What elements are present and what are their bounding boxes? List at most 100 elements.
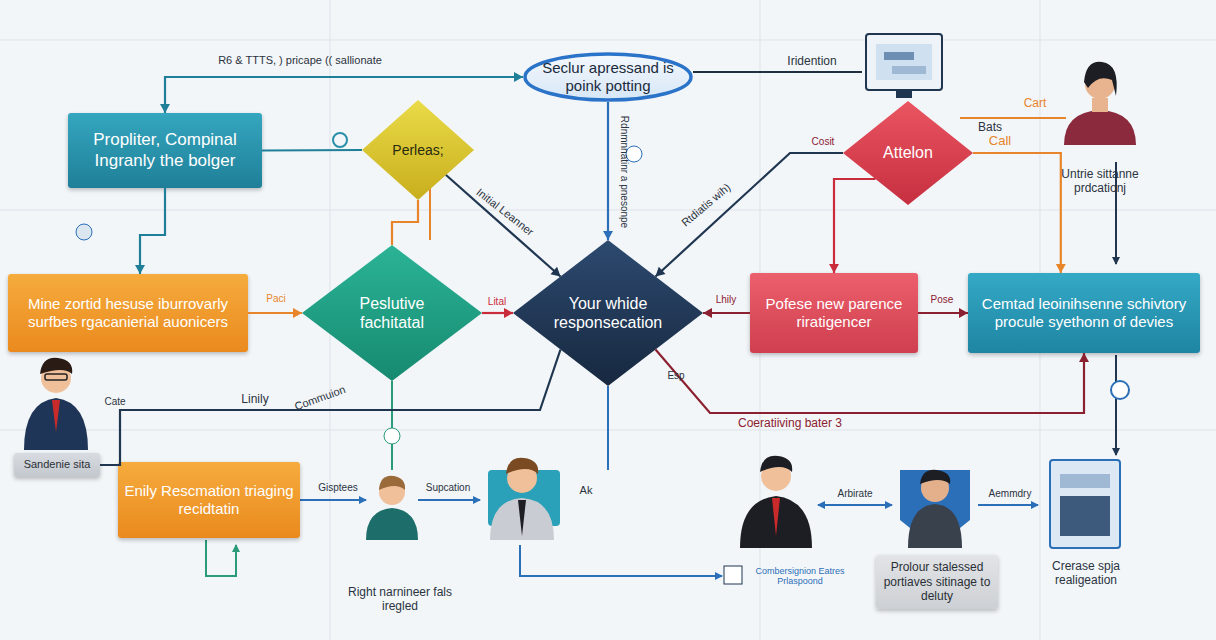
decision-diamond-fill (843, 101, 973, 205)
man-figure (488, 458, 560, 540)
connector-label: Lital (488, 296, 506, 308)
annotation-label: Esp (667, 370, 684, 382)
annotation-label: Aemmdry (989, 488, 1032, 500)
node-text: Perleas; (383, 142, 453, 159)
process-box: Mine zortid hesuse iburrovarly surfbes r… (8, 274, 248, 352)
leader-lines-part (818, 504, 892, 506)
annotation-label: Crerase spja realigeation (1031, 560, 1141, 588)
decision-diamond-fill (302, 245, 482, 381)
leader-lines-part (1115, 355, 1117, 455)
annotation-label: Right narnineer fals iregled (340, 586, 460, 614)
decision-diamond-outline (302, 245, 482, 381)
leader-lines-part (607, 386, 609, 470)
man-figure-part (379, 476, 405, 490)
decision-diamond: Perleas; (362, 100, 474, 200)
small-icons-part (384, 428, 400, 444)
arrow-head-end (135, 265, 145, 274)
connector-line (140, 188, 165, 274)
connector-label: Rdnmnnatinr a pnesonpe (618, 116, 630, 228)
arrow-head-end (603, 231, 613, 240)
connector-line (656, 350, 1085, 414)
connector-label: Initial Leanner (474, 186, 536, 239)
arrow-head-end (550, 267, 560, 277)
leader-lines-part (520, 545, 722, 576)
connector-line (834, 179, 876, 273)
node-text: Cemtad leoinihsenne schivtory procule sy… (973, 295, 1195, 331)
connector-line (446, 175, 561, 277)
annotation-label: Ak (580, 484, 593, 497)
device-icon-part (1060, 474, 1110, 488)
leader-lines-part (300, 499, 366, 501)
decision-diamond-fill (513, 240, 703, 386)
annotation-label: Gisptees (318, 482, 357, 494)
connector-line (656, 153, 844, 277)
connector-label: Paci (266, 293, 285, 305)
arrow-head-end (504, 308, 513, 318)
computer-icon-part (866, 34, 942, 90)
terminal-oval: Seclur apressand is poink potting (523, 52, 693, 102)
man-figure (24, 358, 88, 450)
woman-figure-part (1092, 98, 1108, 112)
name-tag: Sandenie sita (14, 453, 100, 477)
man-figure-part (52, 400, 60, 432)
annotation-label: Untrie sittanne prdcationj (1035, 168, 1165, 196)
connector-label: Rtdiatis wih) (679, 181, 733, 229)
man-figure-part (760, 456, 792, 472)
man-figure-part (740, 496, 812, 548)
decision-diamond-fill (362, 100, 474, 200)
background-grid-part (0, 210, 1216, 211)
decision-diamond: Your whide responsecation (513, 240, 703, 386)
annotation-label: Arbirate (837, 488, 872, 500)
node-text: Propliter, Compinal Ingranly the bolger (75, 130, 255, 171)
node-text: Pofese new parence riratigencer (756, 295, 912, 331)
man-figure (366, 476, 418, 540)
man-figure (740, 456, 812, 548)
connector-line (100, 350, 561, 466)
arrow-head-end (656, 267, 666, 277)
note-box: Prolour stalessed portiaves sitinage to … (876, 555, 998, 609)
connector-line (262, 149, 362, 152)
arrow-head-end (959, 308, 968, 318)
leader-lines-part (206, 540, 236, 576)
process-box: Propliter, Compinal Ingranly the bolger (68, 113, 262, 188)
annotation-label: Cate (104, 396, 125, 408)
man-figure-part (772, 498, 780, 536)
connector-line (392, 200, 418, 245)
leader-lines-part (978, 504, 1038, 506)
node-text: Sandenie sita (15, 458, 99, 471)
connector-line (918, 312, 968, 314)
connector-line (482, 312, 513, 314)
arrow-head-end (160, 104, 170, 113)
connector-line (973, 153, 1061, 273)
connector-label: Lhily (716, 294, 737, 306)
node-text: Peslutive fachitatal (337, 294, 447, 332)
annotation-label: Cosit (812, 136, 835, 148)
man-figure-part (908, 504, 962, 548)
device-icon-part (1060, 496, 1110, 536)
process-box: Enily Rescmation triaging recidtatin (118, 462, 300, 538)
arrow-head-end (293, 308, 302, 318)
man-figure-part (518, 500, 526, 536)
connector-line (607, 102, 609, 240)
small-icons-part (724, 566, 742, 584)
annotation-label: Iridention (787, 55, 836, 69)
background-grid-part (0, 40, 1216, 41)
arrow-head-end (1056, 264, 1066, 273)
man-figure-part (45, 374, 67, 380)
arrow-head-end (1079, 353, 1089, 362)
node-text: Prolour stalessed portiaves sitinage to … (879, 560, 995, 603)
man-figure-part (366, 508, 418, 540)
computer-icon-part (876, 44, 932, 80)
node-text: Seclur apressand is poink potting (538, 59, 678, 95)
node-text: Your whide responsecation (549, 294, 667, 332)
small-icons-part (333, 133, 347, 147)
arrow-head-end (703, 308, 712, 318)
terminal-oval-fill (525, 54, 691, 100)
process-box: Cemtad leoinihsenne schivtory procule sy… (968, 273, 1200, 353)
decision-diamond-outline (513, 240, 703, 386)
decision-diamond: Attelon (843, 101, 973, 205)
man-figure-part (40, 358, 72, 374)
connector-line (248, 312, 302, 314)
